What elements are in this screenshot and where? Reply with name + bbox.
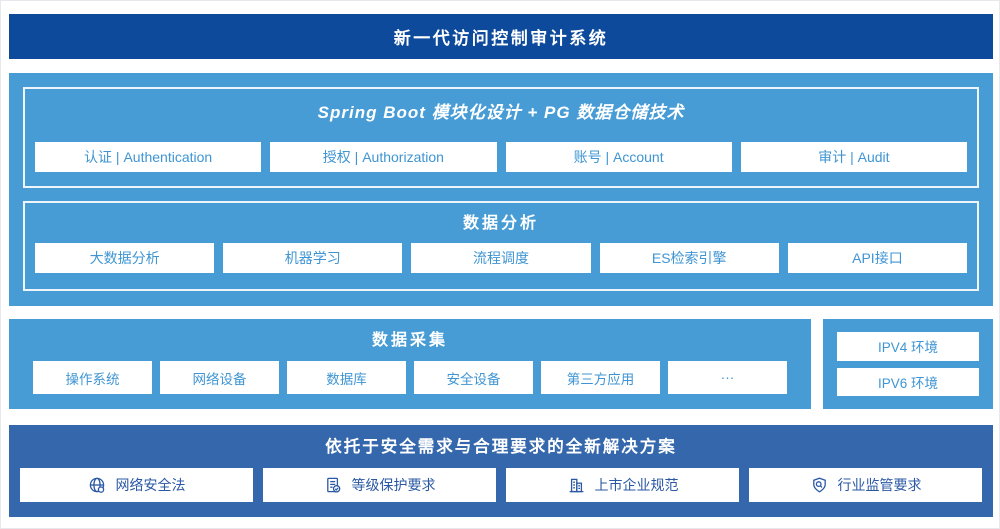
solution-box-classified-protection: 等级保护要求 [263,468,496,502]
solution-label: 网络安全法 [115,477,186,493]
collection-box-thirdparty: 第三方应用 [541,361,660,394]
solution-section-title: 依托于安全需求与合理要求的全新解决方案 [325,438,677,456]
solution-section: 依托于安全需求与合理要求的全新解决方案 网络安全法 [9,425,993,517]
collection-section-title: 数据采集 [371,332,448,349]
ipv6-env-box: IPV6 环境 [837,367,979,396]
module-box-account: 账号 | Account [505,142,732,172]
solution-label: 等级保护要求 [351,477,436,493]
solution-box-cybersecurity-law: 网络安全法 [20,468,253,502]
solution-row: 网络安全法 等级保护要求 [9,468,993,502]
collection-box-network-device: 网络设备 [160,361,279,394]
shield-search-icon [810,476,829,495]
platform-container: Spring Boot 模块化设计 + PG 数据仓储技术 认证 | Authe… [9,73,993,306]
solution-label: 上市企业规范 [594,477,679,493]
top-banner: 新一代访问控制审计系统 [9,14,993,59]
module-box-authentication: 认证 | Authentication [35,142,262,172]
collection-box-database: 数据库 [287,361,406,394]
analysis-box-ml: 机器学习 [223,243,403,273]
modules-section: Spring Boot 模块化设计 + PG 数据仓储技术 认证 | Authe… [23,87,979,188]
collection-row: 操作系统 网络设备 数据库 安全设备 第三方应用 ··· [9,361,811,394]
document-check-icon [324,476,343,495]
solution-label: 行业监管要求 [837,477,922,493]
system-title: 新一代访问控制审计系统 [393,29,609,48]
solution-box-listed-company: 上市企业规范 [506,468,739,502]
building-icon [567,476,586,495]
module-box-authorization: 授权 | Authorization [270,142,497,172]
globe-icon [88,476,107,495]
modules-section-title: Spring Boot 模块化设计 + PG 数据仓储技术 [317,103,685,122]
analysis-row: 大数据分析 机器学习 流程调度 ES检索引擎 API接口 [25,243,977,273]
module-box-audit: 审计 | Audit [740,142,967,172]
analysis-box-bigdata: 大数据分析 [35,243,215,273]
collection-box-os: 操作系统 [33,361,152,394]
modules-row: 认证 | Authentication 授权 | Authorization 账… [25,142,977,172]
analysis-section-title: 数据分析 [462,215,539,232]
collection-box-more: ··· [668,361,787,394]
collection-box-security-device: 安全设备 [414,361,533,394]
solution-box-industry-regulation: 行业监管要求 [749,468,982,502]
network-env-panel: IPV4 环境 IPV6 环境 [823,319,993,409]
ipv4-env-box: IPV4 环境 [837,332,979,361]
analysis-box-es: ES检索引擎 [599,243,779,273]
collection-section: 数据采集 操作系统 网络设备 数据库 安全设备 第三方应用 ··· [9,319,811,409]
analysis-box-api: API接口 [787,243,968,273]
analysis-box-workflow: 流程调度 [411,243,591,273]
analysis-section: 数据分析 大数据分析 机器学习 流程调度 ES检索引擎 API接口 [23,201,979,291]
